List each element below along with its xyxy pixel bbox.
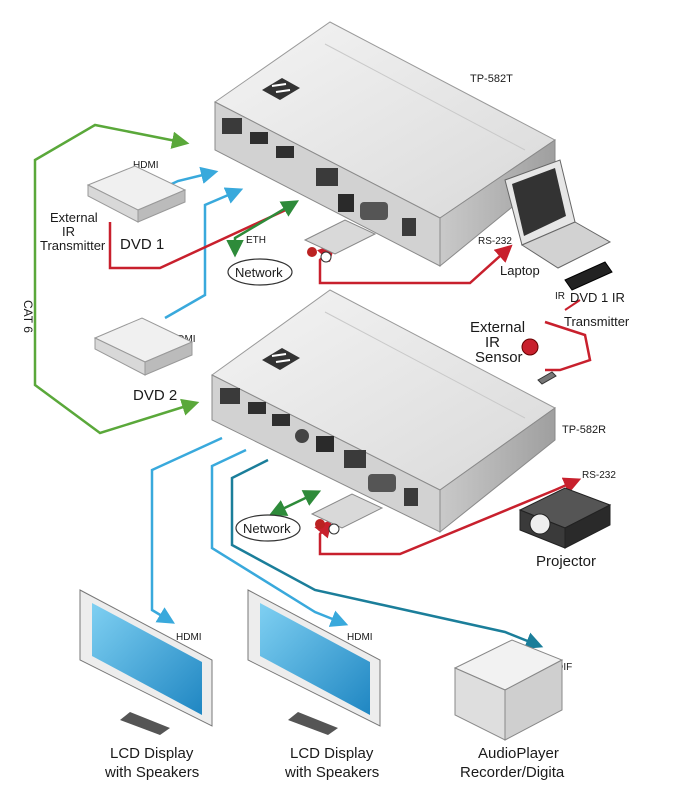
ir-label: IR [555, 291, 565, 302]
rj45-port [220, 388, 240, 404]
dvd2-label: DVD 2 [133, 387, 177, 404]
dvd1-label: DVD 1 [120, 236, 164, 253]
hdmi-lcd2-label: HDMI [347, 632, 373, 643]
ext-ir-sensor-label-1: External [470, 319, 525, 336]
network-cloud-top [227, 258, 293, 286]
rs232-adapter-bottom [310, 493, 384, 535]
audio-player [453, 639, 564, 741]
tp582t-label: TP-582T [470, 73, 513, 85]
hdmi-cable-lcd2 [210, 448, 349, 627]
dvd1-player [86, 165, 187, 223]
hdmi-lcd1-label: HDMI [176, 632, 202, 643]
eth-label: ETH [246, 235, 266, 246]
tp-582r-receiver: TP-582R [211, 289, 606, 534]
ethernet-port [344, 450, 366, 468]
cat6-label: CAT 6 [21, 300, 35, 333]
kramer-logo-icon [262, 348, 300, 370]
spdif-port [295, 429, 309, 443]
lcd-display-2 [247, 589, 381, 735]
dvd1-ir-tx-label-1: DVD 1 IR [570, 290, 625, 305]
eth-cable-top [226, 200, 300, 258]
laptop-label: Laptop [500, 263, 540, 278]
kramer-logo-icon [262, 78, 300, 100]
audio-label-2: Recorder/Digita [460, 764, 565, 781]
projector [518, 487, 612, 549]
spdif-cable [230, 458, 544, 649]
ext-ir-tx-label-1: External [50, 210, 98, 225]
lcd-display-1 [79, 589, 213, 735]
tp-582t-transmitter: TP-582T [214, 21, 556, 268]
eth-cable-bottom [268, 490, 322, 516]
network-cloud-bottom [235, 514, 301, 542]
hdmi-dvd1-label: HDMI [133, 160, 159, 171]
hdmi-cable-dvd2 [164, 187, 244, 320]
network-top-label: Network [235, 265, 283, 280]
ir-transmitter-cable [108, 206, 291, 270]
projector-label: Projector [536, 553, 596, 570]
power-port [404, 488, 418, 506]
lcd2-label-1: LCD Display [290, 745, 374, 762]
ext-ir-sensor-label-2: IR [485, 334, 500, 351]
rj45-port [222, 118, 242, 134]
lcd1-label-2: with Speakers [104, 764, 199, 781]
rs232-port [368, 474, 396, 492]
hdmi-port [272, 414, 290, 426]
power-port [402, 218, 416, 236]
ir-signal-icon [564, 299, 581, 311]
lcd2-label-2: with Speakers [284, 764, 379, 781]
rs232-top-label: RS-232 [478, 236, 512, 247]
laptop [504, 159, 612, 269]
rs232-cable-projector [314, 477, 582, 556]
network-bottom-label: Network [243, 521, 291, 536]
ir-sensor-cable [544, 320, 592, 372]
audio-label-1: AudioPlayer [478, 745, 559, 762]
hdmi-cable-lcd1 [150, 436, 223, 624]
rs232-bottom-label: RS-232 [582, 470, 616, 481]
hdmi-port [248, 402, 266, 414]
ethernet-port [316, 168, 338, 186]
ext-ir-tx-label-2: IR [62, 224, 75, 239]
rs232-adapter-top [303, 219, 377, 263]
hdmi-port [250, 132, 268, 144]
lcd1-label-1: LCD Display [110, 745, 194, 762]
ir-remote [564, 261, 613, 291]
ext-ir-tx-label-3: Transmitter [40, 238, 106, 253]
ext-ir-sensor-label-3: Sensor [475, 349, 523, 366]
external-ir-sensor [521, 338, 557, 385]
hdmi-port [276, 146, 294, 158]
ir-terminal [338, 194, 354, 212]
dvd2-player [93, 317, 194, 376]
tp582r-label: TP-582R [562, 424, 606, 436]
rs232-port [360, 202, 388, 220]
cat6-cable [33, 123, 200, 435]
dvd1-ir-tx-label-2: Transmitter [564, 314, 630, 329]
ir-port [316, 436, 334, 452]
